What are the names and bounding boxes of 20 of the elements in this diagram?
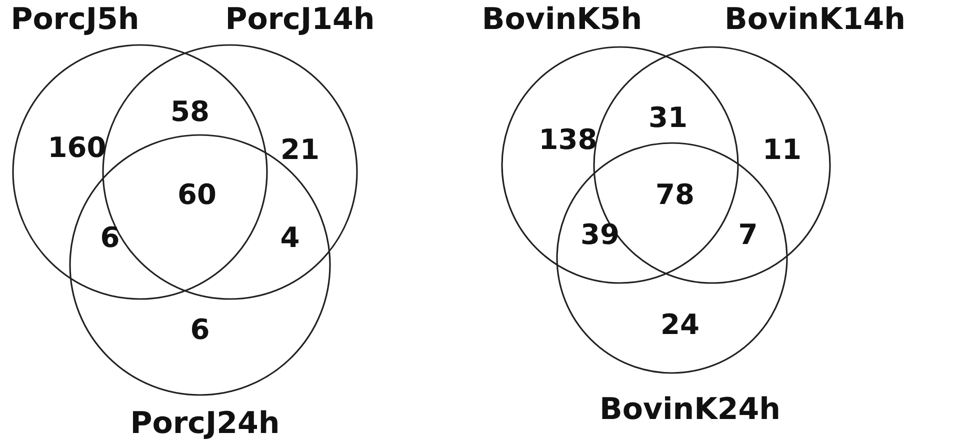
region-count: 6: [190, 316, 210, 344]
set-label: BovinK24h: [599, 395, 781, 425]
set-label: PorcJ24h: [130, 409, 280, 439]
set-label: BovinK5h: [482, 5, 642, 35]
set-label: PorcJ5h: [10, 5, 140, 35]
region-count: 31: [648, 104, 688, 132]
region-count: 39: [580, 221, 620, 249]
set-label: PorcJ14h: [225, 5, 375, 35]
region-count: 58: [170, 98, 210, 126]
region-count: 138: [538, 126, 598, 154]
set-label: BovinK14h: [724, 5, 906, 35]
region-count: 160: [48, 134, 106, 162]
region-count: 24: [660, 311, 700, 339]
region-count: 6: [100, 224, 120, 252]
region-count: 11: [762, 136, 802, 164]
region-count: 7: [738, 221, 758, 249]
region-count: 4: [280, 224, 300, 252]
region-count: 60: [178, 181, 216, 209]
region-count: 78: [656, 181, 694, 209]
region-count: 21: [280, 136, 320, 164]
